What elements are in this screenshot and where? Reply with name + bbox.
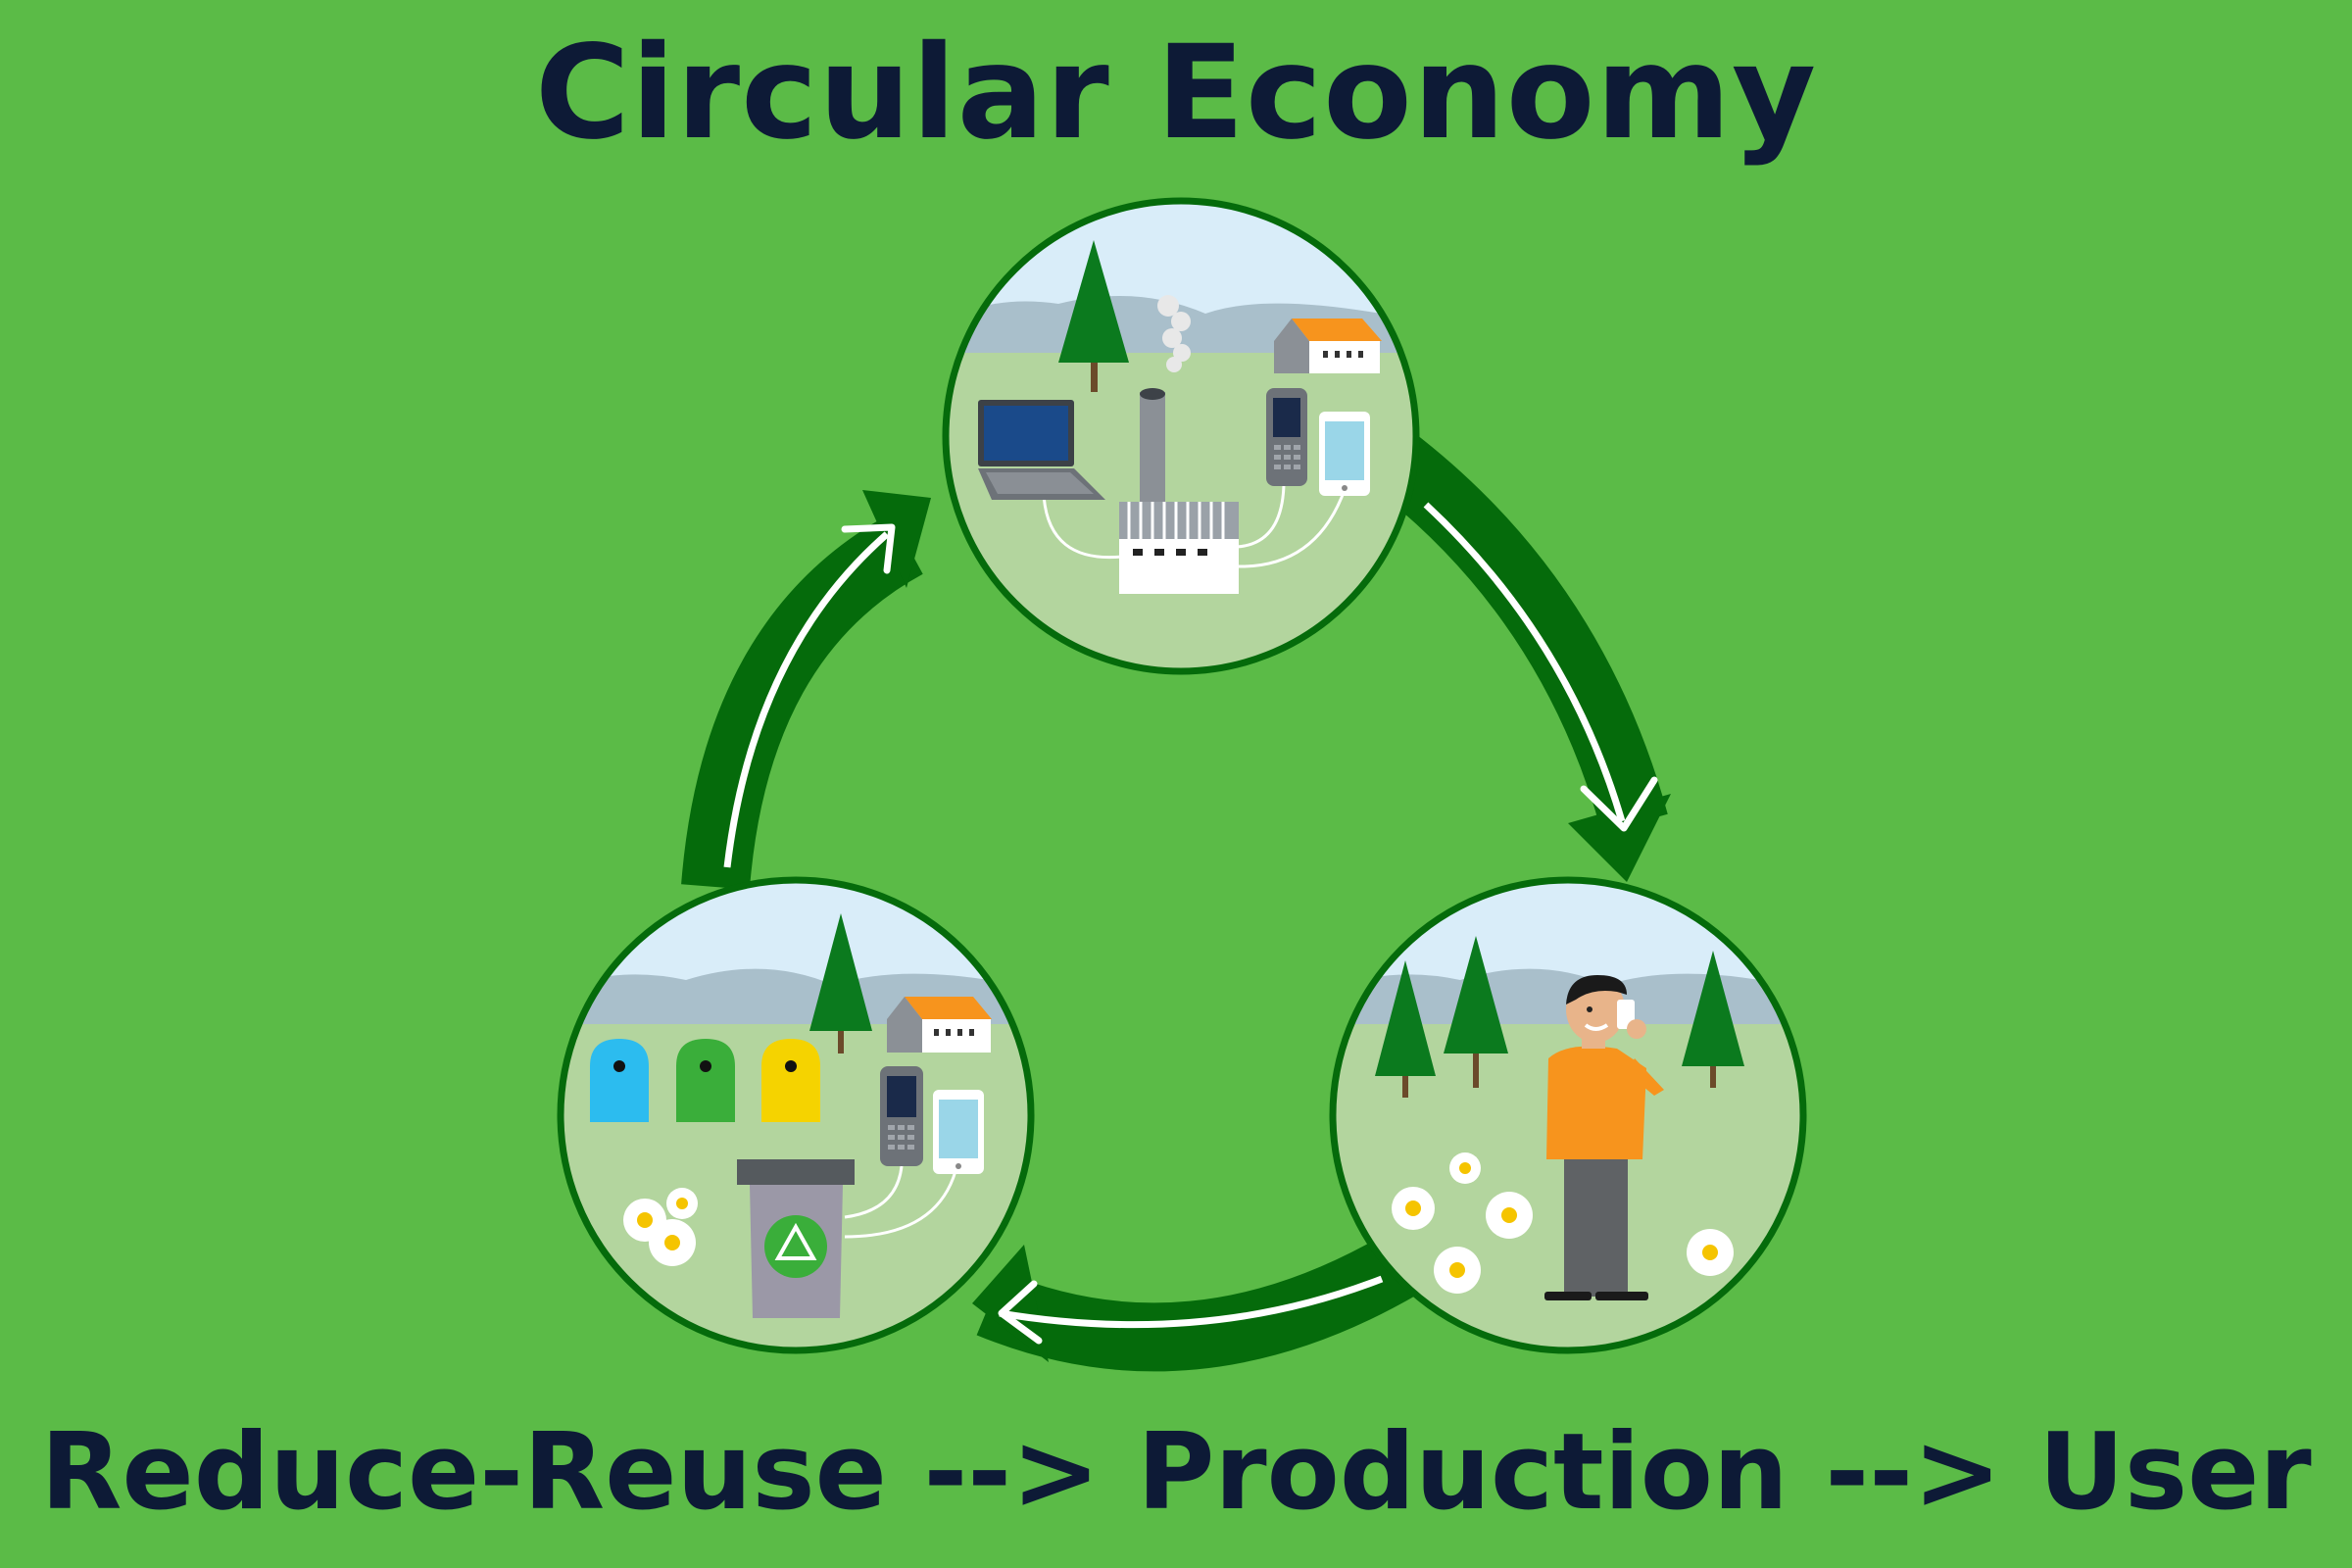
recycling-containers-icon (590, 1039, 820, 1122)
cycle-caption: Reduce-Reuse --> Production --> User (40, 1411, 2312, 1534)
tree-icon (1682, 951, 1744, 1088)
tree-icon (1058, 240, 1129, 392)
reduce-reuse-node (557, 876, 1035, 1354)
house-icon (887, 997, 992, 1053)
recycling-bin-icon (737, 1159, 855, 1318)
smartphone-icon (933, 1090, 984, 1174)
production-node (942, 197, 1420, 675)
feature-phone-icon (1266, 388, 1307, 486)
page-title: Circular Economy (534, 18, 1818, 169)
cycle-arrow-left-to-top (681, 490, 931, 890)
tree-icon (809, 913, 872, 1054)
smartphone-icon (1319, 412, 1370, 496)
daisy-icon (1392, 1152, 1734, 1294)
tree-icon (1375, 960, 1436, 1098)
factory-icon (1119, 502, 1239, 594)
recycle-symbol-icon (764, 1215, 827, 1278)
smoke-icon (1157, 295, 1191, 372)
house-icon (1274, 318, 1382, 373)
laptop-icon (978, 400, 1105, 500)
smokestack-icon (1140, 388, 1165, 505)
feature-phone-icon (880, 1066, 923, 1166)
cycle-arrow-top-to-right (1370, 431, 1671, 882)
user-node (1329, 876, 1807, 1354)
person-on-phone-icon (1544, 975, 1664, 1300)
cycle-arrow-right-to-left (972, 1234, 1419, 1372)
daisy-icon (623, 1188, 698, 1266)
tree-icon (1444, 936, 1508, 1088)
